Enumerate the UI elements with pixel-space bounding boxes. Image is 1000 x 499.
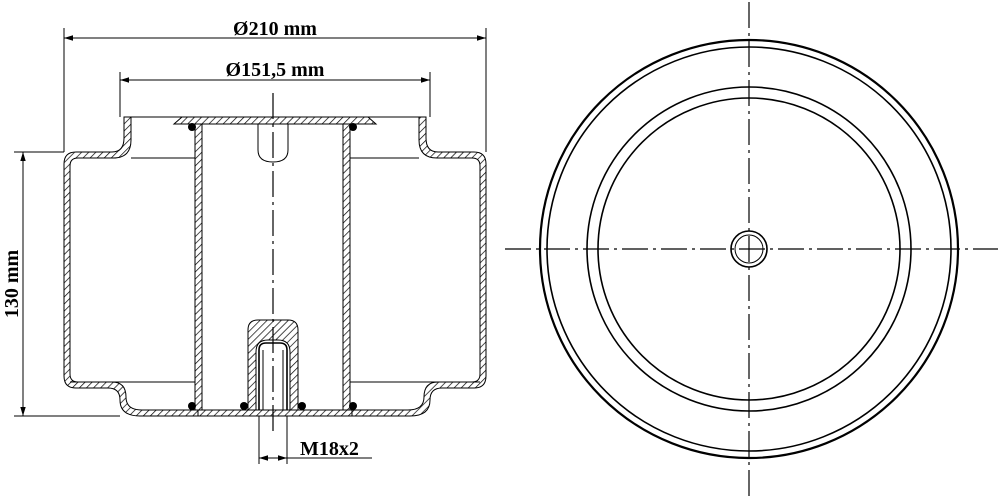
outer-diameter-label: Ø210 mm: [233, 18, 317, 40]
inner-diameter-label: Ø151,5 mm: [226, 59, 325, 81]
top-plate: [172, 116, 378, 125]
weld-top-right: [349, 123, 357, 131]
weld-stud-right: [298, 402, 306, 410]
bellows-wall-left: [63, 116, 199, 417]
inner-tube-right-wall: [342, 123, 351, 411]
bottom-plate: [197, 409, 353, 417]
weld-top-left: [188, 123, 196, 131]
top-view: [505, 2, 998, 497]
inner-tube-left-wall: [194, 123, 203, 411]
thread-label: M18x2: [300, 438, 359, 460]
weld-stud-left: [240, 402, 248, 410]
weld-bottom-right: [349, 402, 357, 410]
weld-bottom-left: [188, 402, 196, 410]
height-label: 130 mm: [1, 250, 23, 319]
bellows-wall-right: [351, 116, 487, 417]
top-slot: [257, 124, 289, 163]
section-view: Ø210 mm Ø151,5 mm 130 mm M18x2: [1, 18, 487, 464]
